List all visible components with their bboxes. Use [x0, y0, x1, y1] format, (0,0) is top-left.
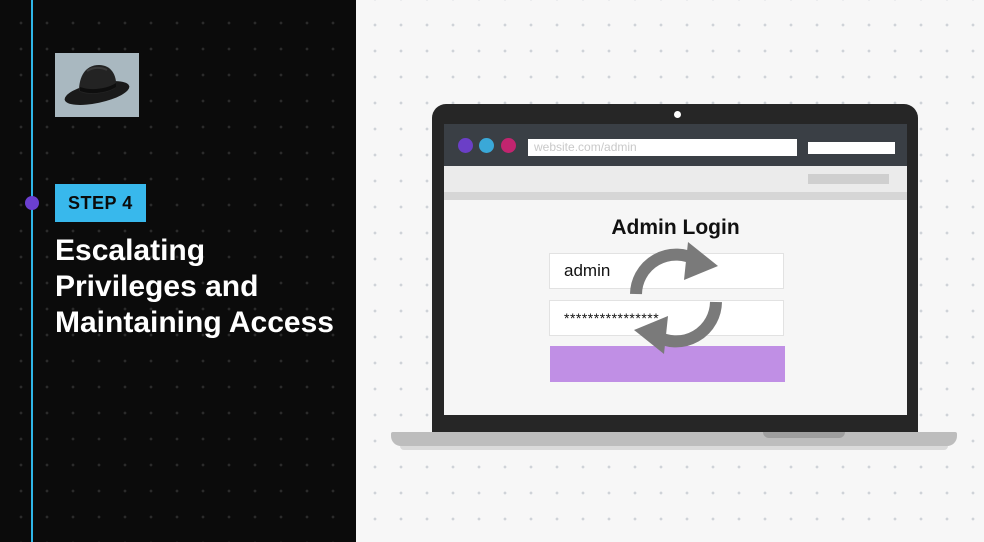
login-button: [550, 346, 785, 382]
laptop-camera: [674, 111, 681, 118]
browser-dot-pink: [501, 138, 516, 153]
laptop-shadow: [400, 446, 948, 450]
laptop-base: [391, 432, 957, 446]
laptop-notch: [763, 432, 845, 438]
site-header-button: [808, 174, 889, 184]
site-header-rule: [444, 192, 907, 200]
login-title: Admin Login: [611, 216, 740, 239]
timeline-line: [31, 0, 33, 542]
timeline-dot: [25, 196, 39, 210]
fedora-hat-icon: [55, 53, 139, 117]
browser-dot-purple: [458, 138, 473, 153]
refresh-icon: [630, 242, 722, 354]
browser-dot-blue: [479, 138, 494, 153]
step-title: Escalating Privileges and Maintaining Ac…: [55, 234, 334, 339]
step-badge: STEP 4: [55, 184, 146, 222]
url-bar: website.com/admin: [528, 139, 797, 156]
laptop-screen: website.com/admin Admin Login admin ****…: [444, 124, 907, 415]
browser-search-bar: [808, 142, 895, 154]
browser-toolbar: website.com/admin: [444, 124, 907, 166]
